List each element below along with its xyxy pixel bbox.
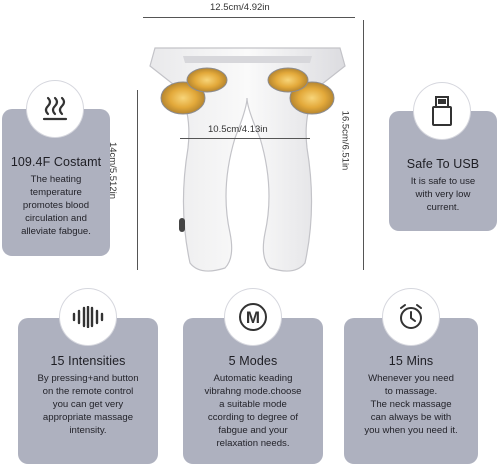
m-mode-icon: M: [225, 289, 281, 345]
feature-title: 15 Mins: [388, 354, 434, 368]
dim-top-line: [143, 17, 355, 18]
alarm-clock-icon: [383, 289, 439, 345]
feature-title: Safe To USB: [406, 157, 480, 171]
svg-text:M: M: [246, 308, 260, 327]
vibration-icon: [60, 289, 116, 345]
dim-right-label: 16.5cm/6.51in: [339, 110, 351, 171]
feature-title: 15 Intensities: [50, 354, 126, 368]
feature-title: 109.4F Costamt: [10, 155, 102, 169]
dim-inner-label: 10.5cm/4.13in: [208, 124, 268, 135]
dim-top-label: 12.5cm/4.92in: [210, 2, 270, 13]
feature-title: 5 Modes: [228, 354, 278, 368]
heat-waves-icon: [27, 81, 83, 137]
dim-left-line: [137, 90, 138, 270]
dim-inner-line: [180, 138, 310, 139]
usb-icon: [414, 83, 470, 139]
product-illustration: [135, 18, 360, 280]
dim-right-line: [363, 20, 364, 270]
